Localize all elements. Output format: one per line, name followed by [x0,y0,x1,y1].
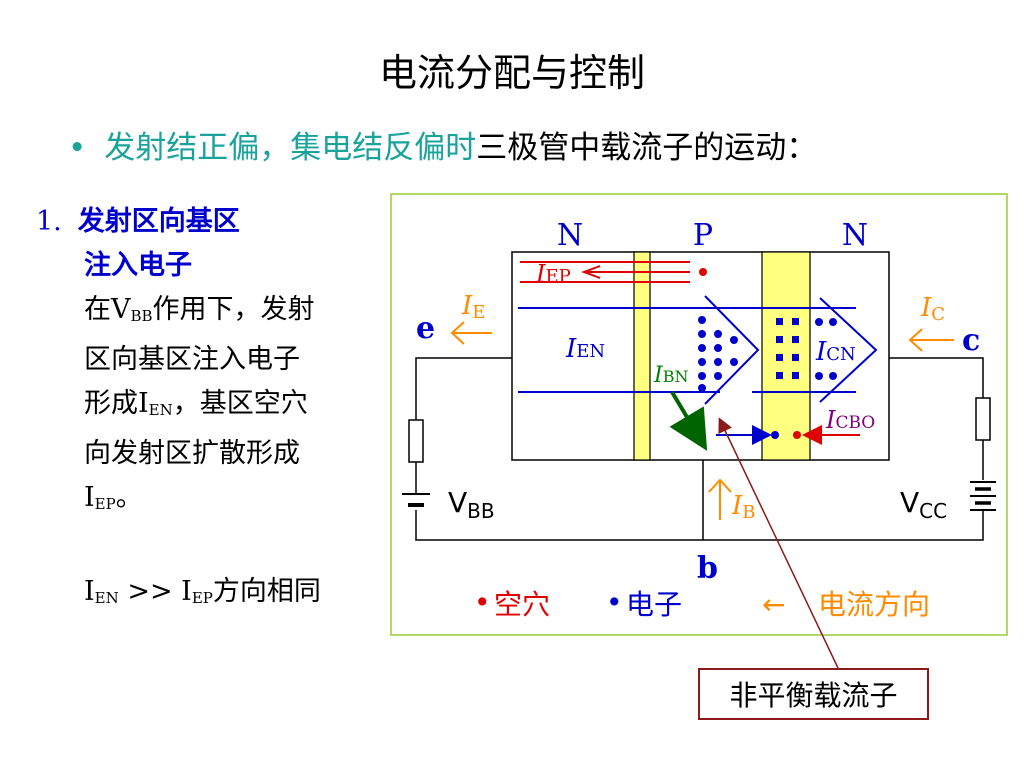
ie-arrow-icon [450,321,492,345]
step-desc-line4: 向发射区扩散形成 [84,438,300,469]
step-desc-line2: 区向基区注入电子 [84,344,300,375]
current-relation: IEN >> IEP方向相同 [36,570,376,620]
legend-electron-dot: • [606,586,623,619]
legend-current-arrow: ← [762,588,785,621]
rel-b-sub: EP [191,589,213,607]
vcc-label: VCC [900,486,947,523]
desc5-post: 。 [115,482,143,513]
step-desc-line3: 形成IEN，基区空穴 [36,382,376,432]
icbo-electron-dot [771,431,779,439]
step-desc-line5: IEP。 [36,476,376,526]
terminal-c: c [962,323,980,358]
step-heading-line1: 发射区向基区 [77,206,240,237]
legend-hole: 空穴 [494,588,550,621]
icn-flow-lines [752,297,878,403]
rel-a: I [84,576,95,607]
terminal-b: b [697,551,718,586]
step-heading-line2: 注入电子 [84,250,192,281]
iep-arrow-icon [520,261,690,283]
hole-dot [699,268,707,276]
bullet-highlight: 发射结正偏，集电结反偏时 [104,130,477,166]
vcc-battery-icon [970,481,996,511]
rel-op: >> [118,576,182,607]
collector-electrons [776,318,837,380]
bullet-rest: 三极管中载流子的运动： [476,130,818,166]
legend-electron: 电子 [626,588,682,621]
nonequilibrium-carrier-callout: 非平衡载流子 [698,668,929,720]
desc5-pre: I [84,482,95,513]
desc5-sub: EP [94,495,116,513]
base-electrons [698,316,738,392]
region-p-base: P [693,218,713,253]
terminal-e: e [416,311,435,346]
rel-post: 方向相同 [212,576,321,607]
desc1-sub: BB [130,307,153,325]
ib-label: IB [731,491,756,523]
ib-arrow-icon [708,478,732,520]
icbo-label: ICBO [825,406,875,434]
desc3-post: ，基区空穴 [172,388,308,419]
desc3-pre: 形成I [84,388,149,419]
vbb-label: VBB [448,486,495,523]
rel-b: I [181,576,192,607]
step-heading: 1. 发射区向基区 [36,200,376,244]
bullet-dot: • [68,130,87,166]
step-number: 1. [36,206,62,237]
iep-label: IEP [535,260,571,288]
ibn-label: IBN [653,363,688,388]
vbb-battery-icon [402,493,430,507]
desc3-sub: EN [148,401,173,419]
rel-a-sub: EN [94,589,119,607]
icbo-hole-dot [793,431,801,439]
legend-hole-dot: • [474,586,491,619]
icn-label: ICN [815,337,856,367]
bullet-line: • 发射结正偏，集电结反偏时三极管中载流子的运动： [68,122,817,167]
region-n-emitter: N [557,218,583,253]
ic-arrow-icon [908,328,954,352]
region-n-collector: N [842,218,868,253]
ic-label: IC [920,293,945,325]
ie-label: IE [461,291,485,323]
ien-label: IEN [565,334,605,364]
emitter-junction [633,251,651,461]
step-description: 1.发射区向基区 注入电子 在VBB作用下，发射 区向基区注入电子 形成IEN，… [36,200,376,620]
ibn-arrow-icon [669,390,708,451]
callout-pointer [718,417,839,669]
step-desc-line1: 在VBB作用下，发射 [36,288,376,338]
page-title: 电流分配与控制 [378,51,645,95]
ien-flow-lines [518,295,760,405]
collector-junction [761,251,811,461]
desc1-post: 作用下，发射 [152,294,315,325]
desc1-pre: 在V [84,294,131,325]
resistor-left [408,419,424,463]
legend-current: 电流方向 [818,588,930,621]
resistor-right [975,397,991,441]
circuit-wiring [415,357,984,541]
